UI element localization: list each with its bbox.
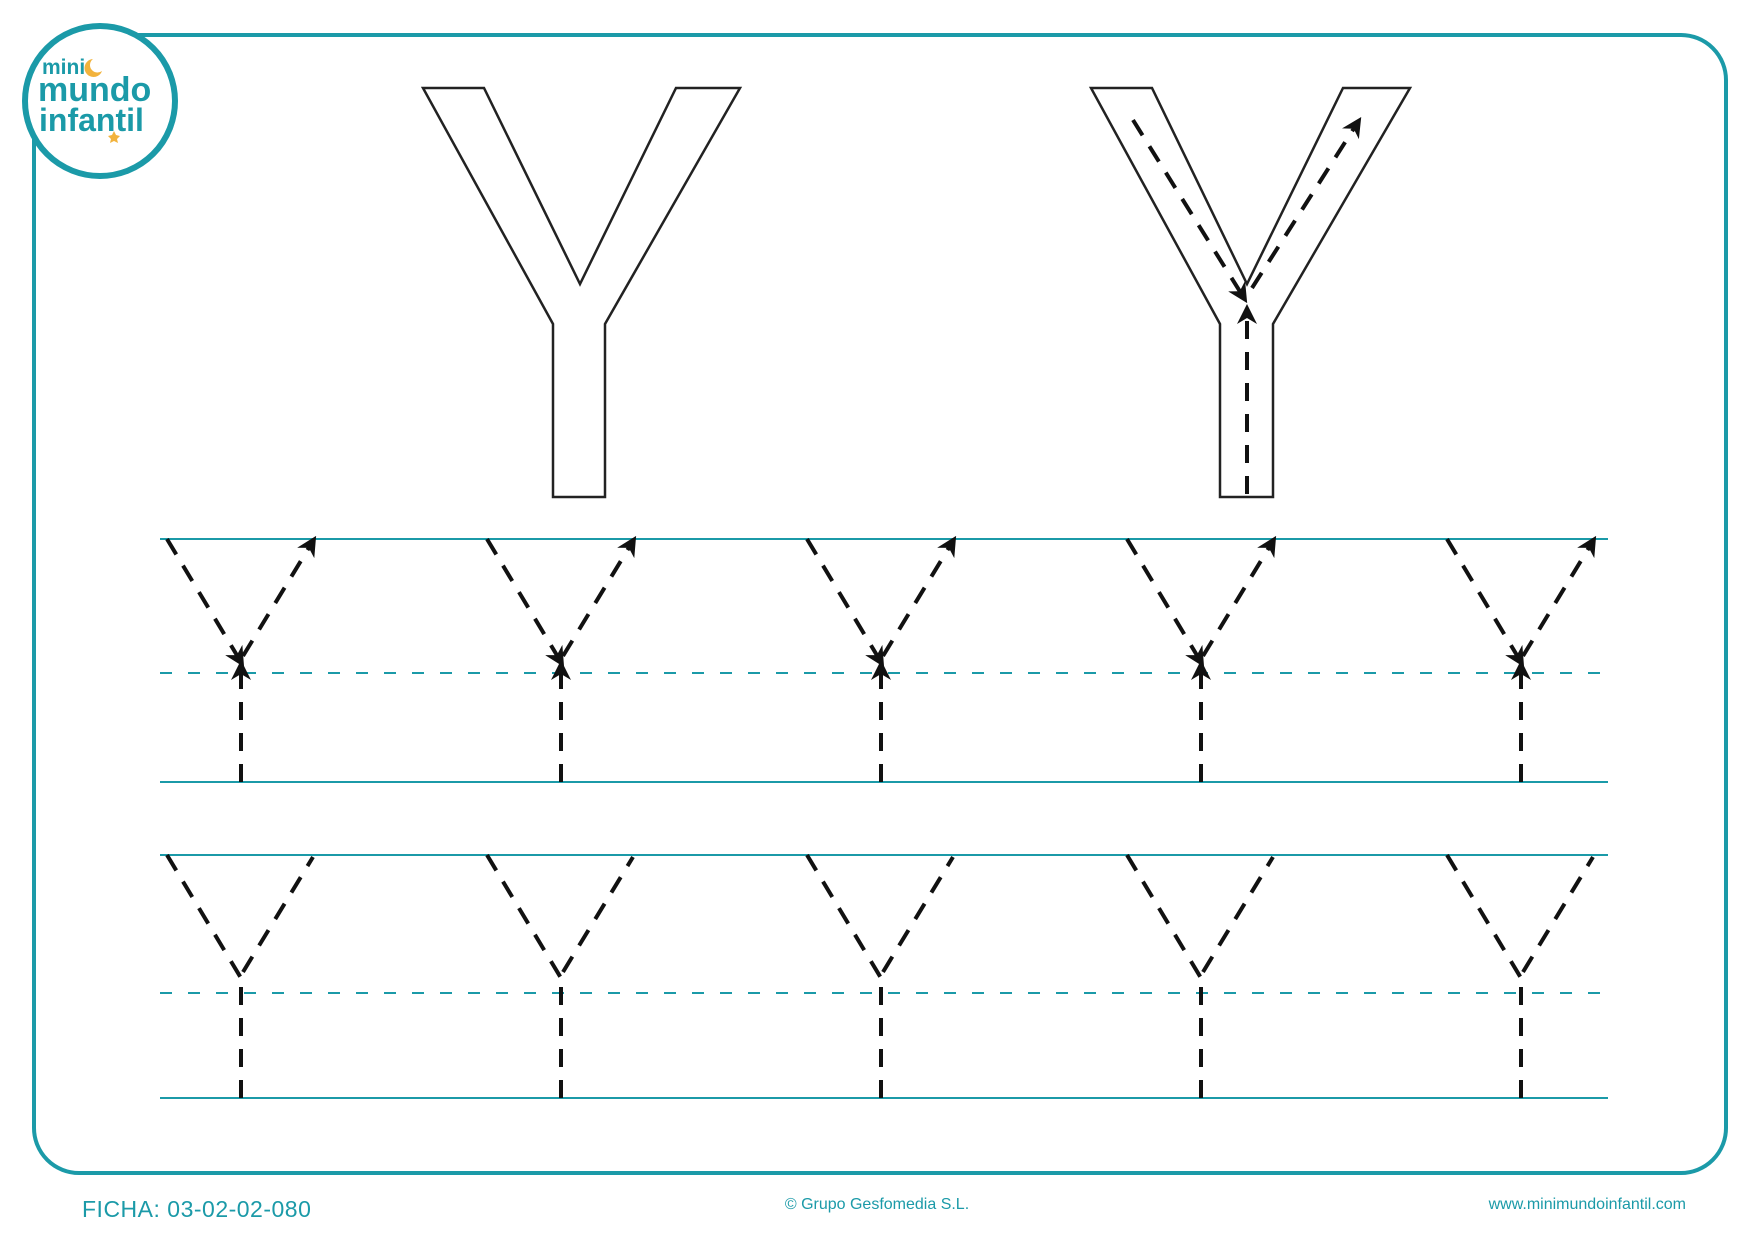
row-1-tracing-letter xyxy=(165,535,317,782)
practice-row-1-guides xyxy=(160,538,1608,783)
practice-row-2-letters xyxy=(165,853,1595,1098)
logo-text-mini: mini xyxy=(42,56,85,79)
right-stroke-arrow-icon xyxy=(561,535,637,658)
left-stroke-arrow-icon xyxy=(1125,537,1205,668)
right-stroke-arrow-icon xyxy=(1201,535,1277,658)
right-stroke xyxy=(561,855,635,974)
row-1-tracing-letter xyxy=(485,535,637,782)
model-letter-outline xyxy=(420,86,743,499)
row-1-tracing-letter xyxy=(1445,535,1597,782)
row-2-tracing-letter xyxy=(1445,853,1595,1098)
left-stroke xyxy=(805,853,883,980)
row-1-tracing-letter xyxy=(805,535,957,782)
guided-stroke-1-arrow-icon xyxy=(1131,118,1248,304)
right-stroke xyxy=(881,855,955,974)
sheet-frame xyxy=(32,33,1728,1175)
right-stroke-arrow-icon xyxy=(1521,535,1597,658)
right-stroke xyxy=(241,855,315,974)
row-2-tracing-letter xyxy=(805,853,955,1098)
left-stroke xyxy=(1125,853,1203,980)
left-stroke xyxy=(165,853,243,980)
guided-letter-outline xyxy=(1088,86,1413,499)
right-stroke-arrow-icon xyxy=(241,535,317,658)
left-stroke xyxy=(1445,853,1523,980)
guided-letter xyxy=(1088,86,1413,499)
left-stroke-arrow-icon xyxy=(485,537,565,668)
star-icon xyxy=(108,131,120,143)
row-1-tracing-letter xyxy=(1125,535,1277,782)
row-2-tracing-letter xyxy=(165,853,315,1098)
logo-circle xyxy=(22,23,178,179)
logo-text-infantil: infantil xyxy=(39,102,144,138)
worksheet-code: FICHA: 03-02-02-080 xyxy=(82,1196,312,1222)
guided-stroke-2-arrow-icon xyxy=(1250,116,1362,290)
copyright-notice: © Grupo Gesfomedia S.L. xyxy=(784,1196,970,1213)
row-2-tracing-letter xyxy=(485,853,635,1098)
website-link[interactable]: www.minimundoinfantil.com xyxy=(1488,1196,1686,1213)
practice-row-1-letters xyxy=(165,535,1597,782)
left-stroke xyxy=(485,853,563,980)
logo-badge: mini mundo infantil xyxy=(22,23,178,179)
row-2-tracing-letter xyxy=(1125,853,1275,1098)
right-stroke-arrow-icon xyxy=(881,535,957,658)
left-stroke-arrow-icon xyxy=(1445,537,1525,668)
moon-icon xyxy=(84,59,102,77)
left-stroke-arrow-icon xyxy=(805,537,885,668)
practice-row-2-guides xyxy=(160,854,1608,1099)
left-stroke-arrow-icon xyxy=(165,537,245,668)
right-stroke xyxy=(1521,855,1595,974)
logo-text-mundo: mundo xyxy=(38,71,151,109)
right-stroke xyxy=(1201,855,1275,974)
